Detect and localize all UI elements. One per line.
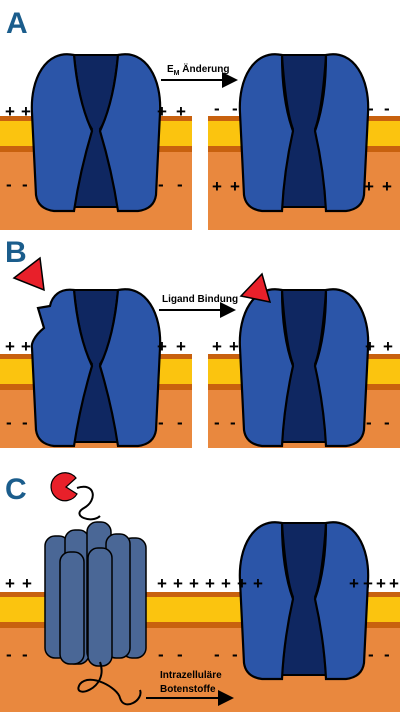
charge-sign: + bbox=[21, 102, 31, 121]
charge-sign: - bbox=[368, 645, 374, 664]
charge-sign: + bbox=[376, 574, 386, 593]
charge-sign: + bbox=[5, 337, 15, 356]
charge-sign: + bbox=[230, 177, 240, 196]
charge-sign: - bbox=[384, 645, 390, 664]
channel-closed-a bbox=[30, 53, 162, 213]
charge-sign: - bbox=[232, 645, 238, 664]
charge-sign: - bbox=[6, 175, 12, 194]
charge-sign: + bbox=[389, 574, 399, 593]
gpcr-intracellular-tail bbox=[77, 661, 142, 706]
charge-sign: - bbox=[384, 413, 390, 432]
charge-sign: + bbox=[157, 574, 167, 593]
charge-sign: - bbox=[384, 99, 390, 118]
panel-letter-c: C bbox=[5, 473, 27, 506]
charge-sign: + bbox=[212, 337, 222, 356]
charge-sign: + bbox=[382, 177, 392, 196]
ligand-triangle-bound bbox=[239, 272, 272, 303]
arrow-label-c-line1: Intrazelluläre bbox=[160, 670, 222, 681]
arrow-label-a: EM Änderung bbox=[167, 62, 230, 77]
charge-sign: - bbox=[177, 645, 183, 664]
charge-sign: - bbox=[366, 413, 372, 432]
charge-sign: - bbox=[22, 175, 28, 194]
charge-sign: + bbox=[383, 337, 393, 356]
charge-sign: - bbox=[214, 645, 220, 664]
charge-sign: + bbox=[364, 177, 374, 196]
charge-sign: + bbox=[22, 574, 32, 593]
charge-sign: + bbox=[176, 337, 186, 356]
channel-closed-b bbox=[30, 288, 162, 448]
charge-sign: - bbox=[6, 413, 12, 432]
charge-sign: + bbox=[5, 102, 15, 121]
charge-sign: + bbox=[157, 337, 167, 356]
panel-letter-b: B bbox=[5, 236, 27, 269]
charge-sign: - bbox=[230, 413, 236, 432]
charge-sign: + bbox=[365, 337, 375, 356]
charge-sign: + bbox=[173, 574, 183, 593]
panel-b: B + + + + - - - - + + + bbox=[0, 236, 400, 448]
charge-sign: + bbox=[205, 574, 215, 593]
charge-sign: - bbox=[214, 413, 220, 432]
helix bbox=[87, 547, 113, 667]
charge-sign: + bbox=[363, 574, 373, 593]
arrow-label-b: Ligand Bindung bbox=[162, 294, 238, 305]
charge-sign: - bbox=[214, 99, 220, 118]
charge-sign: - bbox=[6, 645, 12, 664]
gpcr-receptor bbox=[44, 521, 147, 667]
charge-sign: - bbox=[22, 413, 28, 432]
charge-sign: - bbox=[158, 413, 164, 432]
charge-sign: + bbox=[237, 574, 247, 593]
charge-sign: + bbox=[176, 102, 186, 121]
charge-sign: + bbox=[189, 574, 199, 593]
charge-sign: + bbox=[5, 574, 15, 593]
charge-sign: - bbox=[158, 175, 164, 194]
charge-sign: + bbox=[21, 337, 31, 356]
ligand-triangle-free bbox=[12, 256, 45, 292]
charge-sign: - bbox=[22, 645, 28, 664]
arrow-label-c-line2: Botenstoffe bbox=[160, 684, 216, 695]
membrane-edge-top bbox=[0, 592, 400, 597]
charge-sign: - bbox=[232, 99, 238, 118]
charge-sign: + bbox=[212, 177, 222, 196]
charge-sign: + bbox=[157, 102, 167, 121]
charge-sign: + bbox=[229, 337, 239, 356]
charge-sign: + bbox=[253, 574, 263, 593]
panel-c: C + + + + + + + bbox=[0, 472, 400, 712]
channel-open-b bbox=[238, 288, 370, 448]
charge-sign: - bbox=[158, 645, 164, 664]
panel-a: A + + + + - - - - - - - - + bbox=[0, 7, 400, 230]
channel-open-c bbox=[238, 521, 370, 681]
helix bbox=[59, 551, 85, 665]
charge-sign: + bbox=[349, 574, 359, 593]
ligand-pacman bbox=[50, 472, 78, 502]
charge-sign: + bbox=[221, 574, 231, 593]
membrane-edge-bottom bbox=[0, 622, 400, 628]
charge-sign: - bbox=[368, 99, 374, 118]
charge-sign: - bbox=[177, 175, 183, 194]
channel-open-a bbox=[238, 53, 370, 213]
gpcr-extracellular-tail bbox=[76, 485, 101, 521]
charge-sign: - bbox=[177, 413, 183, 432]
panel-letter-a: A bbox=[6, 7, 28, 40]
